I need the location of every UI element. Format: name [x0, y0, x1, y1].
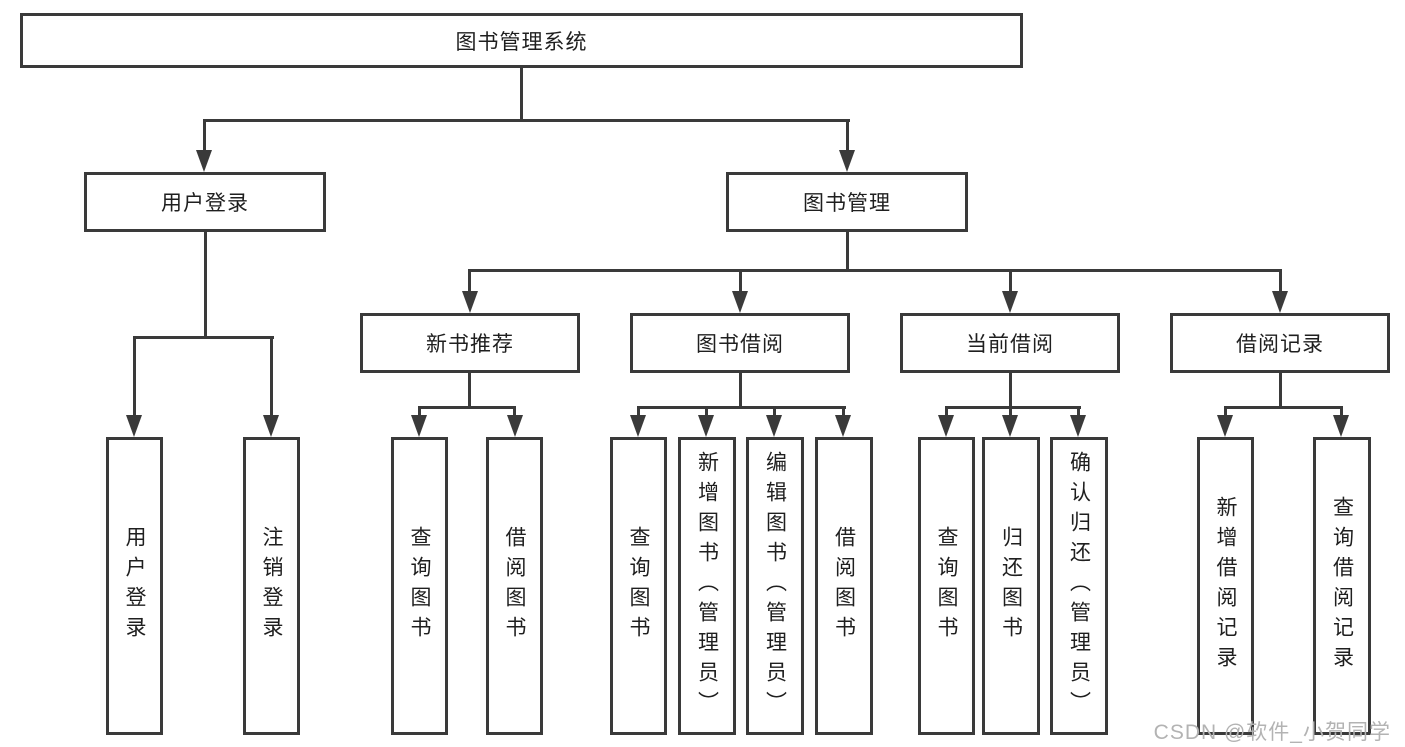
leaf-logout-login: 注销登录 [243, 437, 300, 735]
node-root-library-system: 图书管理系统 [20, 13, 1023, 68]
connector-line [1009, 269, 1012, 295]
node-label: 查询图书 [627, 526, 650, 646]
node-label: 查询图书 [935, 526, 958, 646]
node-book-management: 图书管理 [726, 172, 968, 232]
arrowhead-down [1272, 291, 1288, 313]
arrowhead-down [630, 415, 646, 437]
arrowhead-down [196, 150, 212, 172]
connector-line [945, 406, 1081, 409]
connector-line [468, 269, 1282, 272]
arrowhead-down [698, 415, 714, 437]
connector-line [637, 406, 640, 419]
leaf-confirm-return-admin: 确认归还（管理员） [1050, 437, 1108, 735]
node-label: 新增图书（管理员） [695, 451, 719, 721]
arrowhead-down [835, 415, 851, 437]
connector-line [1279, 269, 1282, 295]
node-label: 用户登录 [161, 192, 249, 215]
arrowhead-down [1333, 415, 1349, 437]
leaf-user-login: 用户登录 [106, 437, 163, 735]
node-label: 归还图书 [999, 526, 1023, 646]
node-label: 借阅图书 [832, 526, 856, 646]
connector-line [1077, 406, 1080, 419]
node-current-borrow: 当前借阅 [900, 313, 1120, 373]
connector-line [204, 232, 207, 339]
leaf-return-books: 归还图书 [982, 437, 1040, 735]
leaf-add-borrow-record: 新增借阅记录 [1197, 437, 1254, 735]
node-book-borrow: 图书借阅 [630, 313, 850, 373]
connector-line [739, 373, 742, 409]
leaf-add-books-admin: 新增图书（管理员） [678, 437, 736, 735]
connector-line [1009, 373, 1012, 409]
arrowhead-down [1002, 291, 1018, 313]
node-label: 借阅图书 [503, 526, 526, 646]
arrowhead-down [839, 150, 855, 172]
connector-line [637, 406, 846, 409]
connector-line [846, 232, 849, 272]
arrowhead-down [126, 415, 142, 437]
node-borrow-record: 借阅记录 [1170, 313, 1390, 373]
csdn-watermark: CSDN @软件_小贺同学 [1153, 721, 1391, 744]
connector-line [1009, 406, 1012, 419]
node-label: 新增借阅记录 [1214, 496, 1237, 676]
arrowhead-down [1002, 415, 1018, 437]
connector-line [773, 406, 776, 419]
connector-line [846, 119, 849, 153]
connector-line [945, 406, 948, 419]
node-label: 查询图书 [408, 526, 431, 646]
arrowhead-down [732, 291, 748, 313]
node-new-book-recommend: 新书推荐 [360, 313, 580, 373]
arrowhead-down [411, 415, 427, 437]
node-label: 查询借阅记录 [1330, 496, 1354, 676]
connector-line [1279, 373, 1282, 409]
node-label: 借阅记录 [1236, 333, 1324, 356]
leaf-query-books-recommend: 查询图书 [391, 437, 448, 735]
node-user-login: 用户登录 [84, 172, 326, 232]
node-label: 新书推荐 [426, 333, 514, 356]
connector-line [203, 119, 850, 122]
connector-line [1224, 406, 1343, 409]
connector-line [842, 406, 845, 419]
arrowhead-down [462, 291, 478, 313]
node-label: 确认归还（管理员） [1067, 451, 1091, 721]
node-label: 图书管理 [803, 192, 891, 215]
arrowhead-down [938, 415, 954, 437]
connector-line [418, 406, 421, 419]
node-label: 图书借阅 [696, 333, 784, 356]
connector-line [203, 119, 206, 153]
arrowhead-down [263, 415, 279, 437]
node-label: 编辑图书（管理员） [763, 451, 787, 721]
leaf-borrow-books-recommend: 借阅图书 [486, 437, 543, 735]
arrowhead-down [1070, 415, 1086, 437]
leaf-query-books-current: 查询图书 [918, 437, 975, 735]
arrowhead-down [766, 415, 782, 437]
connector-line [468, 373, 471, 409]
node-label: 当前借阅 [966, 333, 1054, 356]
leaf-query-books-borrow: 查询图书 [610, 437, 667, 735]
leaf-query-borrow-record: 查询借阅记录 [1313, 437, 1371, 735]
connector-line [468, 269, 471, 295]
connector-line [418, 406, 516, 409]
node-label: 注销登录 [260, 526, 283, 646]
connector-line [739, 269, 742, 295]
connector-line [513, 406, 516, 419]
arrowhead-down [1217, 415, 1233, 437]
arrowhead-down [507, 415, 523, 437]
node-label: 用户登录 [123, 526, 146, 646]
connector-line [1340, 406, 1343, 419]
connector-line [270, 336, 273, 418]
node-label: 图书管理系统 [455, 30, 588, 54]
connector-line [1224, 406, 1227, 419]
leaf-borrow-books: 借阅图书 [815, 437, 873, 735]
leaf-edit-books-admin: 编辑图书（管理员） [746, 437, 804, 735]
connector-line [133, 336, 274, 339]
connector-line [133, 336, 136, 418]
connector-line [520, 68, 523, 122]
connector-line [705, 406, 708, 419]
